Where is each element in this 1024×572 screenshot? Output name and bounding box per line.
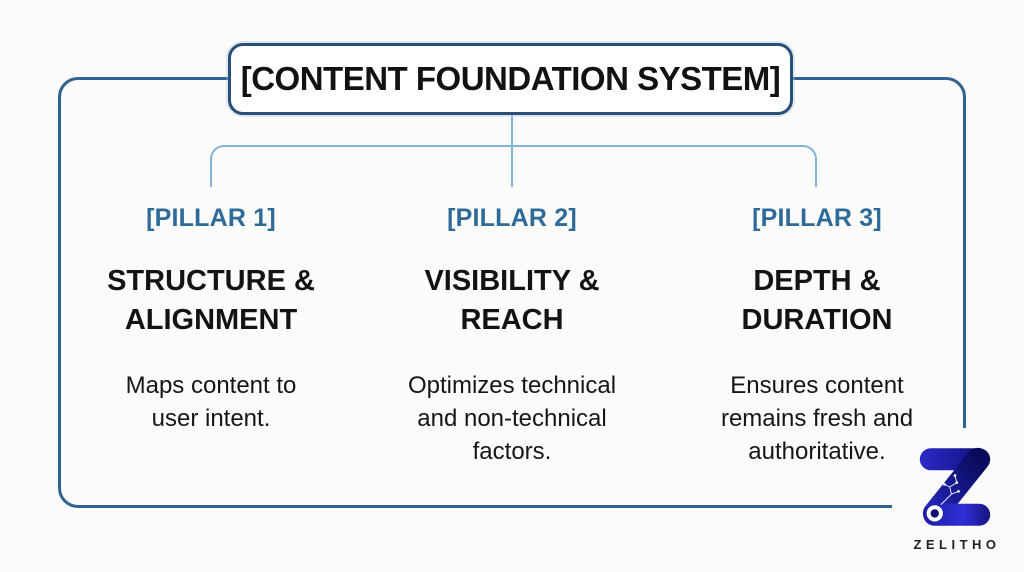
pillar-description: Ensures content remains fresh and author… <box>720 372 914 465</box>
brand-name: ZELITHO <box>913 537 1001 552</box>
pillar-heading: VISIBILITY & REACH <box>424 265 600 336</box>
pillar-column-1: [PILLAR 1] STRUCTURE & ALIGNMENT Maps co… <box>75 203 347 435</box>
pillar-label: [PILLAR 3] <box>752 204 882 232</box>
diagram-title: [CONTENT FOUNDATION SYSTEM] <box>240 60 781 97</box>
brand-logo: ZELITHO <box>892 428 1018 572</box>
pillar-description: Maps content to user intent. <box>125 372 297 432</box>
zelitho-z-icon <box>919 447 991 526</box>
pillar-label: [PILLAR 2] <box>447 204 577 232</box>
connector-bracket <box>210 145 817 187</box>
pillar-description: Optimizes technical and non-technical fa… <box>407 372 617 465</box>
connector-stem <box>511 113 513 147</box>
pillar-column-3: [PILLAR 3] DEPTH & DURATION Ensures cont… <box>681 203 953 468</box>
pillar-label: [PILLAR 1] <box>146 204 276 232</box>
pillar-column-2: [PILLAR 2] VISIBILITY & REACH Optimizes … <box>376 203 648 468</box>
pillar-heading: STRUCTURE & ALIGNMENT <box>107 265 315 336</box>
pillar-heading: DEPTH & DURATION <box>741 265 893 336</box>
diagram-title-box: [CONTENT FOUNDATION SYSTEM] <box>228 43 793 115</box>
connector-center-drop <box>511 145 513 187</box>
